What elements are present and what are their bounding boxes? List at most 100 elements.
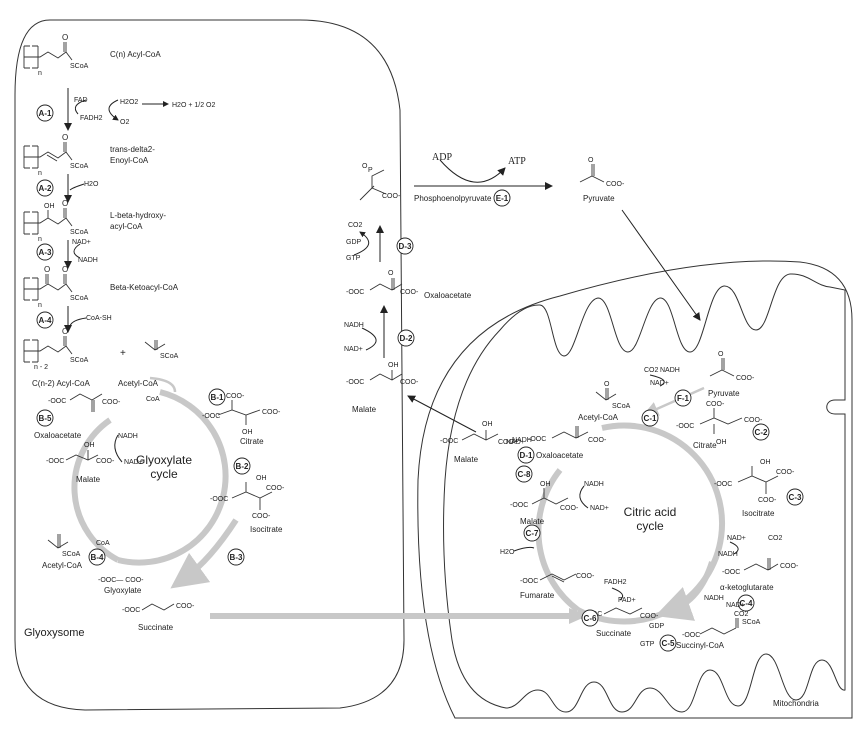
svg-text:C-5: C-5 [662, 639, 675, 648]
mito-akg-label: α-ketoglutarate [720, 583, 774, 592]
pep-structure: P COO- [359, 167, 401, 201]
step-c3-badge: C-3 [786, 488, 804, 506]
svg-text:COO-: COO- [606, 181, 625, 188]
svg-text:GDP: GDP [346, 239, 362, 246]
svg-text:COO-: COO- [758, 497, 777, 504]
step-f1-badge: F-1 [674, 389, 692, 407]
trans-enoyl-coa-structure: O SCoA n [23, 133, 89, 177]
svg-text:O: O [62, 265, 68, 274]
svg-text:FADH2: FADH2 [80, 115, 103, 122]
svg-text:SCoA: SCoA [70, 295, 89, 302]
svg-text:-OOC: -OOC [510, 502, 528, 509]
step-a3-badge: A-3 [36, 243, 54, 261]
svg-text:COO-: COO- [780, 563, 799, 570]
svg-text:+: + [120, 348, 126, 359]
svg-text:F-1: F-1 [677, 394, 690, 403]
svg-text:OH: OH [540, 481, 551, 488]
svg-text:O: O [62, 33, 68, 42]
svg-text:C-3: C-3 [789, 493, 802, 502]
gly-succinate-label: Succinate [138, 623, 174, 632]
cytosol-pyruvate-label: Pyruvate [583, 194, 615, 203]
step-b3-badge: B-3 [227, 548, 245, 566]
pep-label: Phosphoenolpyruvate [414, 194, 492, 203]
svg-text:COO-: COO- [560, 505, 579, 512]
step-d3-badge: D-3 [396, 237, 414, 255]
svg-text:SCoA: SCoA [160, 353, 179, 360]
glyoxysome-label: Glyoxysome [24, 627, 85, 639]
citric-cycle-ring [576, 422, 725, 625]
cytosol-pyruvate-structure: O COO- [579, 157, 625, 188]
hydroxyacyl-coa-structure: OH O SCoA n [23, 199, 89, 243]
svg-text:FAD: FAD [74, 97, 88, 104]
acyl-coa-n2-label: C(n-2) Acyl-CoA [32, 379, 90, 388]
step-b4-badge: B-4 [88, 548, 106, 566]
svg-text:A-2: A-2 [39, 184, 52, 193]
svg-text:NADH: NADH [584, 481, 604, 488]
svg-text:-OOC: -OOC [528, 436, 546, 443]
mito-acetyl-coa-label: Acetyl-CoA [578, 413, 619, 422]
svg-text:NAD+: NAD+ [124, 459, 143, 466]
citric-cycle-label-2: cycle [636, 519, 664, 533]
svg-text:NADH: NADH [718, 551, 738, 558]
svg-text:NAD+: NAD+ [344, 346, 363, 353]
hydroxyacyl-label-1: L-beta-hydroxy- [110, 211, 166, 220]
svg-text:B-3: B-3 [230, 553, 243, 562]
svg-text:OH: OH [716, 439, 727, 446]
svg-text:-OOC: -OOC [520, 578, 538, 585]
svg-text:O: O [62, 133, 68, 142]
acyl-coa-label: C(n) Acyl-CoA [110, 50, 161, 59]
svg-text:GTP: GTP [346, 255, 361, 262]
citric-acid-cycle: Citric acid cycle O COO- Pyruvate CO2 NA… [440, 351, 804, 652]
mito-malate-in-structure: -OOC COO- OH [510, 481, 579, 512]
step-a2-badge: A-2 [36, 179, 54, 197]
svg-text:COO-: COO- [706, 401, 725, 408]
svg-text:OH: OH [44, 203, 55, 210]
ketoacyl-coa-structure: O O SCoA n [23, 265, 89, 309]
svg-text:COO-: COO- [262, 409, 281, 416]
step-a1-badge: A-1 [36, 104, 54, 122]
svg-text:NADH: NADH [704, 595, 724, 602]
gly-isocitrate-label: Isocitrate [250, 525, 283, 534]
svg-text:CO2: CO2 [768, 535, 783, 542]
svg-text:COO-: COO- [226, 393, 245, 400]
trans-enoyl-label-1: trans-delta2- [110, 145, 155, 154]
pyruvate-import-arrow [621, 209, 701, 321]
svg-text:C-6: C-6 [584, 614, 597, 623]
cytosol-malate-structure: -OOC COO- OH [346, 362, 419, 386]
svg-text:CoA: CoA [146, 396, 160, 403]
svg-text:n: n [38, 302, 42, 309]
glyoxylate-cycle: Glyoxylate cycle Acetyl-CoA CoA B-1 -OOC… [34, 376, 285, 632]
svg-text:O: O [388, 270, 394, 277]
svg-text:NADH: NADH [660, 367, 680, 374]
gly-malate-label: Malate [76, 475, 101, 484]
svg-text:CoA-SH: CoA-SH [86, 315, 112, 322]
svg-text:O: O [62, 199, 68, 208]
svg-text:COO-: COO- [498, 439, 517, 446]
svg-text:COO-: COO- [744, 417, 763, 424]
svg-text:C-8: C-8 [518, 470, 531, 479]
svg-text:B-5: B-5 [39, 414, 52, 423]
svg-text:SCoA: SCoA [62, 551, 81, 558]
svg-text:H2O: H2O [84, 181, 99, 188]
svg-text:n: n [38, 236, 42, 243]
svg-text:NADH: NADH [344, 322, 364, 329]
svg-text:CoA: CoA [96, 540, 110, 547]
cytosol-oxaloacetate-label: Oxaloacetate [424, 291, 472, 300]
svg-text:n - 2: n - 2 [34, 364, 48, 371]
svg-text:H2O: H2O [500, 549, 515, 556]
gly-citrate-structure: -OOC COO- COO- OH [202, 393, 281, 436]
svg-text:NADH: NADH [118, 433, 138, 440]
cytosol-oxaloacetate-structure: -OOC COO- O [346, 270, 419, 296]
svg-text:-OOC: -OOC [440, 438, 458, 445]
svg-text:C-2: C-2 [755, 428, 768, 437]
step-c8-badge: C-8 [515, 465, 533, 483]
mito-fumarate-label: Fumarate [520, 591, 555, 600]
svg-text:COO-: COO- [176, 603, 195, 610]
acyl-coa-n2-structure: O SCoA n - 2 [23, 327, 89, 371]
svg-text:B-2: B-2 [236, 462, 249, 471]
mito-acetyl-coa-structure: O SCoA [595, 381, 631, 410]
svg-text:SCoA: SCoA [612, 403, 631, 410]
svg-text:COO-: COO- [266, 485, 285, 492]
svg-text:-OOC: -OOC [682, 632, 700, 639]
